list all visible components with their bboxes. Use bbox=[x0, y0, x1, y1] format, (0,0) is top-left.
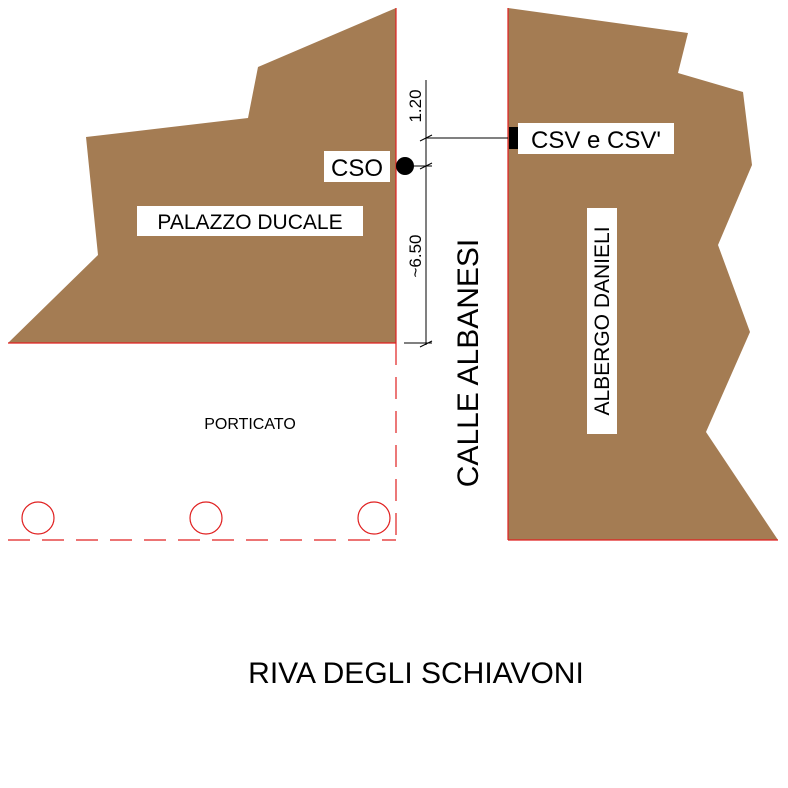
dimension-main-label: ~6.50 bbox=[406, 234, 425, 277]
column-1 bbox=[21, 501, 55, 535]
riva-degli-schiavoni-label: RIVA DEGLI SCHIAVONI bbox=[248, 657, 584, 690]
csv-sensor-marker bbox=[509, 127, 518, 149]
column-2 bbox=[189, 501, 223, 535]
porticato-label: PORTICATO bbox=[204, 416, 296, 433]
cso-label-bg bbox=[324, 151, 390, 182]
cso-sensor-marker bbox=[396, 157, 414, 175]
calle-albanesi-label: CALLE ALBANESI bbox=[452, 239, 485, 487]
dimension-top-label: 1.20 bbox=[406, 89, 425, 122]
column-3 bbox=[357, 501, 391, 535]
csv-label-bg bbox=[518, 123, 674, 154]
palazzo-ducale-label: PALAZZO DUCALE bbox=[157, 211, 342, 234]
dimension-lines bbox=[404, 80, 508, 348]
cso-label: CSO bbox=[331, 155, 383, 182]
albergo-danieli-label: ALBERGO DANIELI bbox=[591, 226, 614, 415]
albergo-danieli-building bbox=[508, 8, 778, 540]
albergo-label-bg bbox=[587, 208, 617, 434]
csv-label: CSV e CSV' bbox=[531, 127, 661, 154]
palazzo-label-bg bbox=[137, 206, 363, 236]
palazzo-ducale-building bbox=[8, 8, 396, 343]
